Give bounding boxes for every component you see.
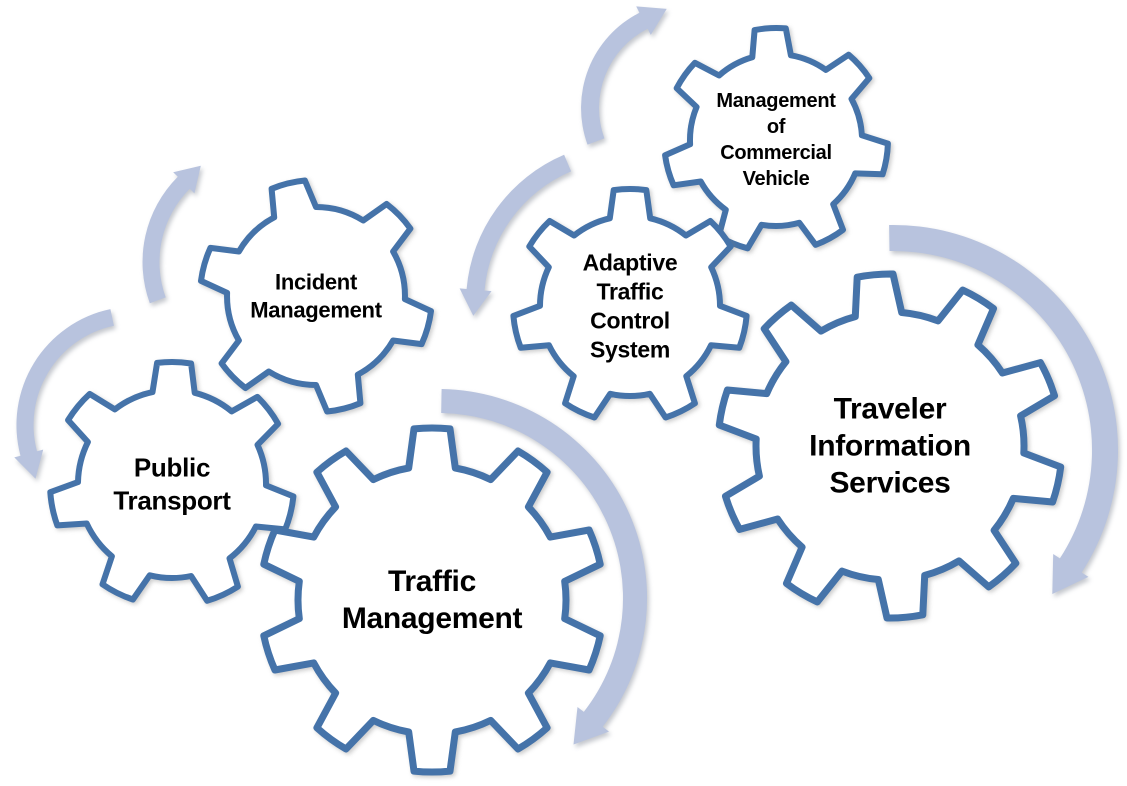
traveler-information-services-gear-shape — [715, 270, 1065, 622]
traffic-management-gear-shape — [260, 424, 604, 776]
incident-management-gear-shape — [198, 177, 434, 415]
incident-rotation-arrow — [142, 165, 201, 304]
public-transport-rotation-arrow — [14, 309, 114, 479]
traffic-management-rotation-arrow — [441, 389, 648, 745]
downward-rotation-arrow — [459, 154, 572, 316]
public-transport-gear-shape — [47, 359, 297, 604]
adaptive-traffic-control-system-gear-shape — [510, 185, 750, 421]
traveler-rotation-arrow — [889, 224, 1118, 595]
management-of-commercial-vehicle-gear-shape — [662, 25, 891, 252]
upward-rotation-arrow — [581, 6, 667, 145]
